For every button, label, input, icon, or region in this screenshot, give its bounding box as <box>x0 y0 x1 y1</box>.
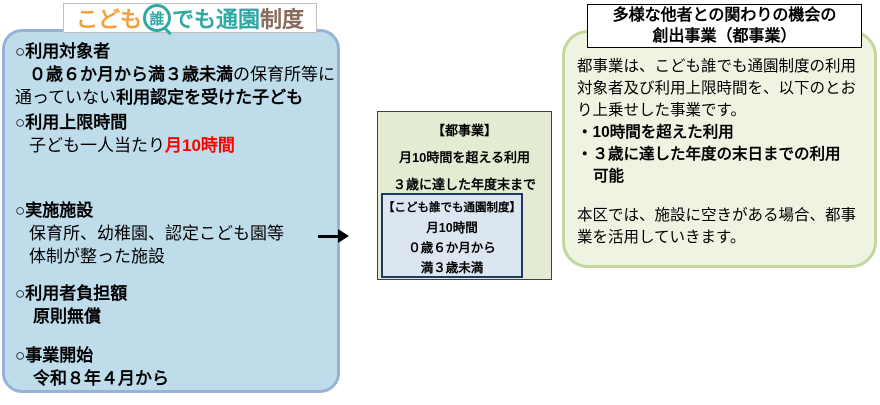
user-fee-line: 原則無償 <box>33 307 101 326</box>
tokyo-box-line2: ３歳に達した年度末まで <box>392 177 536 192</box>
ward-policy-line1: 本区では、施設に空きがある場合、都事 <box>577 207 857 224</box>
kodomo-box-line1: 月10時間 <box>426 221 478 235</box>
tokyo-program-panel: 都事業は、こども誰でも通園制度の利用 対象者及び利用上限時間を、以下のとお り上… <box>562 30 877 268</box>
age-range-text: ０歳６か月から満３歳未満 <box>29 65 233 84</box>
magnifier-circle-icon: 誰 <box>142 4 172 36</box>
kodomo-base-stack-box: 【こども誰でも通園制度】 月10時間 ０歳６か月から 満３歳未満 <box>381 193 523 278</box>
tokyo-bullet-1: ・10時間を超えた利用 <box>577 124 734 141</box>
tokyo-box-line1: 月10時間を超える利用 <box>398 150 531 165</box>
tokyo-program-title-line1: 多様な他者との関わりの機会の <box>612 7 837 24</box>
eligible-users-heading: ○利用対象者 <box>15 42 111 61</box>
kodomo-box-title: 【こども誰でも通園制度】 <box>383 202 521 214</box>
tokyo-desc-line1: 都事業は、こども誰でも通園制度の利用 <box>577 58 857 75</box>
age-range-rest-text: の保育所等に <box>233 65 335 84</box>
tokyo-program-title-line2: 創出事業（都事業） <box>652 28 797 45</box>
logo-text-demo-tsuen: でも通園 <box>171 7 260 32</box>
eligible-users-line1: ０歳６か月から満３歳未満の保育所等に <box>15 63 335 86</box>
per-child-text: 子ども一人当たり <box>29 136 165 155</box>
usage-limit-heading: ○利用上限時間 <box>15 113 128 132</box>
logo-text-kodomo: こども <box>75 7 142 32</box>
kodomo-box-line2: ０歳６か月から <box>408 241 496 255</box>
usage-limit-line: 子ども一人当たり月10時間 <box>15 134 327 157</box>
kodomo-box-line3: 満３歳未満 <box>420 261 484 275</box>
tokyo-box-title: 【都事業】 <box>431 123 497 138</box>
user-fee-heading: ○利用者負担額 <box>15 284 128 303</box>
certified-child-text: 利用認定を受けた子ども <box>116 88 304 107</box>
start-date-heading: ○事業開始 <box>15 346 94 365</box>
tokyo-bullet-2-line2: 可能 <box>593 168 625 185</box>
connector-arrow-head-icon <box>338 229 349 243</box>
start-date-line: 令和８年４月から <box>33 369 169 388</box>
tokyo-bullet-2-line1: ・３歳に達した年度の末日までの利用 <box>577 146 841 163</box>
logo-text-seido: 制度 <box>260 7 305 32</box>
kodomo-system-panel: ○利用対象者 ０歳６か月から満３歳未満の保育所等に 通っていない利用認定を受けた… <box>2 29 340 393</box>
tokyo-program-title-box: 多様な他者との関わりの機会の 創出事業（都事業） <box>587 4 862 48</box>
monthly-hours-highlight: 月10時間 <box>165 136 235 155</box>
tokyo-desc-line3: り上乗せした事業です。 <box>577 102 746 119</box>
connector-arrow-line <box>318 235 340 238</box>
ward-policy-line2: 業を活用していきます。 <box>577 229 746 246</box>
facilities-line1: 保育所、幼稚園、認定こども園等 <box>29 224 284 243</box>
facilities-line2: 体制が整った施設 <box>29 247 165 266</box>
kodomo-daredemo-logo: こども誰でも通園制度 <box>63 3 317 36</box>
logo-text-dare: 誰 <box>149 10 165 28</box>
tokyo-desc-line2: 対象者及び利用上限時間を、以下のとお <box>577 80 857 97</box>
eligible-users-line2: 通っていない利用認定を受けた子ども <box>15 86 327 109</box>
facilities-heading: ○実施施設 <box>15 201 94 220</box>
not-attending-text: 通っていない <box>15 88 117 107</box>
